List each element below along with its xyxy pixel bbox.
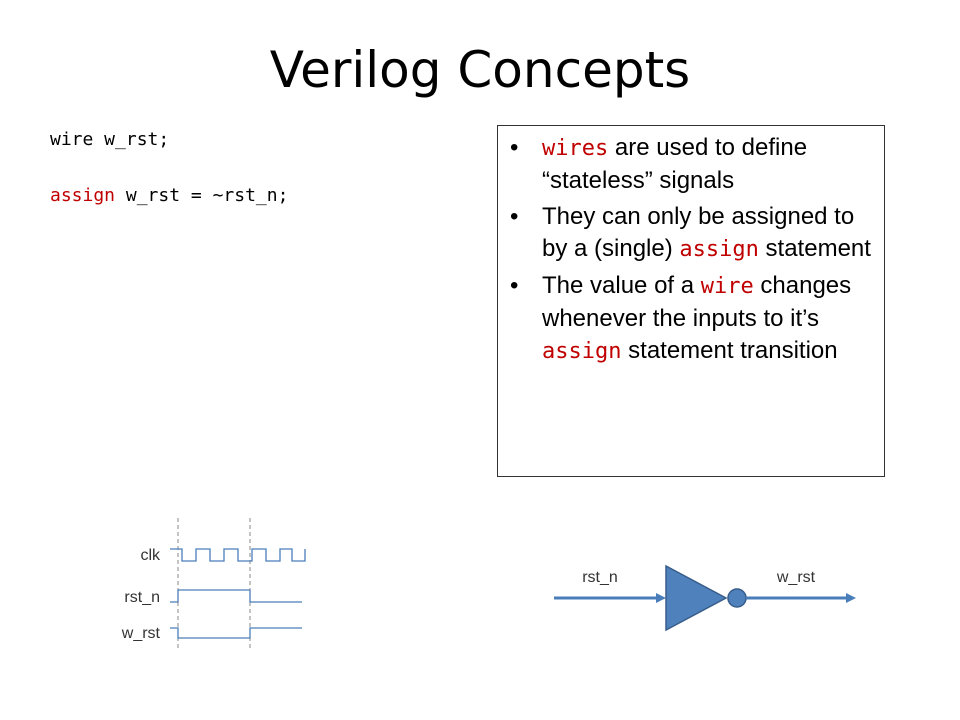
slide-title: Verilog Concepts (269, 41, 691, 99)
bullet-list: wires are used to define “stateless” sig… (506, 132, 874, 368)
code-keyword-assign: assign (50, 185, 116, 206)
bullet-item-assign-only: They can only be assigned to by a (singl… (506, 201, 874, 266)
waveform-label-rst-n: rst_n (124, 589, 160, 606)
code-word-wire: wire (700, 274, 754, 299)
bullet-text: changes whenever the inputs to it’s (542, 272, 852, 332)
bullet-text: They can only be assigned to by a (singl… (542, 203, 855, 262)
bullet-box: wires are used to define “stateless” sig… (497, 125, 885, 477)
waveform-label-clk: clk (140, 547, 161, 564)
code-line-wire: wire w_rst; (50, 129, 170, 150)
code-block: wire w_rst; assign w_rst = ~rst_n; (50, 126, 288, 210)
clk-trace (170, 548, 306, 562)
rst-n-trace (170, 589, 302, 603)
inverter-bubble (727, 588, 747, 608)
bullet-text: The value of a (542, 272, 701, 299)
inverter-triangle (665, 564, 728, 632)
inverter-output-label: w_rst (776, 569, 816, 586)
timing-diagram: clk rst_n w_rst (121, 518, 306, 650)
code-assign-expression: w_rst = ~rst_n; (115, 185, 289, 206)
code-word-wires: wires (542, 136, 609, 161)
bullet-text: are used to define “stateless” signals (542, 134, 808, 194)
inverter-input-label: rst_n (582, 569, 618, 586)
bullet-item-value-changes: The value of a wire changes whenever the… (506, 270, 874, 368)
code-line-assign: assign w_rst = ~rst_n; (50, 182, 288, 210)
w-rst-trace (170, 627, 302, 639)
waveform-label-w-rst: w_rst (121, 625, 161, 642)
code-blank-line (50, 154, 288, 182)
bullet-item-wires: wires are used to define “stateless” sig… (506, 132, 874, 197)
code-word-assign: assign (542, 339, 622, 364)
bullet-text: statement (758, 235, 871, 262)
bullet-text: statement transition (621, 337, 838, 364)
inverter-diagram: rst_n w_rst (554, 564, 856, 632)
code-word-assign: assign (679, 237, 759, 262)
